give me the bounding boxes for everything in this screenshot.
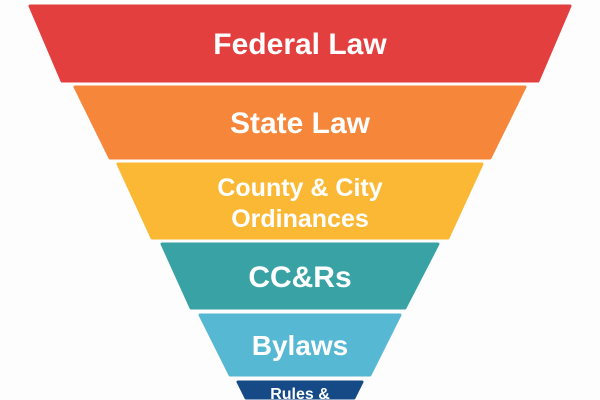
funnel-layer-shape (160, 242, 440, 310)
funnel-layer-label: State Law (230, 107, 371, 140)
funnel-layer-shape (73, 85, 527, 160)
funnel-layer-label: Bylaws (252, 330, 349, 361)
funnel-layer-label: Federal Law (213, 28, 387, 61)
funnel-layer-shape (198, 313, 402, 377)
funnel-layer-bylaws: Bylaws (198, 313, 402, 377)
funnel-layer-label: Ordinances (231, 205, 369, 233)
funnel-layer-state-law: State Law (73, 85, 527, 160)
funnel-layer-label: CC&Rs (248, 261, 351, 294)
funnel-layer-federal-law: Federal Law (28, 4, 572, 83)
funnel-layer-cc-rs: CC&Rs (160, 242, 440, 310)
funnel-layer-label: Rules & (270, 386, 330, 400)
funnel-layer-shape (236, 380, 364, 400)
funnel-layer-rules: Rules & (236, 380, 364, 400)
funnel-layer-label: County & City (217, 174, 382, 202)
funnel-layer-shape (28, 4, 572, 83)
funnel-layer-shape (116, 162, 484, 240)
